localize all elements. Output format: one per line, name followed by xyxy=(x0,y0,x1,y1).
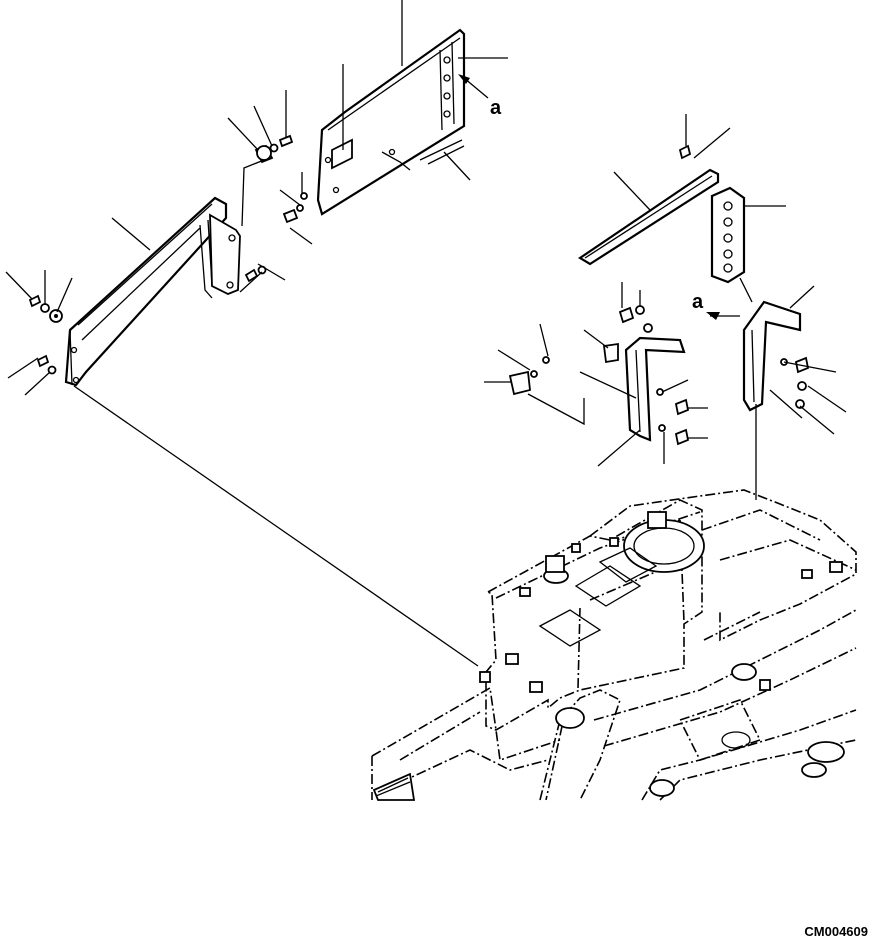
upper-side-cover-panel xyxy=(316,28,466,216)
view-label-a-right: a xyxy=(692,291,704,313)
left-panel-assembly-line xyxy=(73,385,479,667)
bracket-plate xyxy=(710,186,786,303)
upper-panel-leader-lines xyxy=(342,0,508,181)
right-bracket-leader-lines xyxy=(484,282,847,500)
top-support-rod xyxy=(577,168,720,266)
right-bracket-bolts xyxy=(530,305,810,446)
right-bracket-right xyxy=(742,300,802,412)
right-bracket-left xyxy=(508,336,686,442)
center-bolts xyxy=(241,134,308,227)
view-label-a-upper: a xyxy=(490,97,502,119)
center-leader-lines xyxy=(227,90,313,245)
machine-frame xyxy=(371,489,857,801)
left-side-cover-panel xyxy=(64,196,241,387)
left-panel-leader-lines xyxy=(5,217,286,396)
drawing-code: CM004609 xyxy=(804,924,868,939)
top-rod-bolt xyxy=(678,114,731,160)
